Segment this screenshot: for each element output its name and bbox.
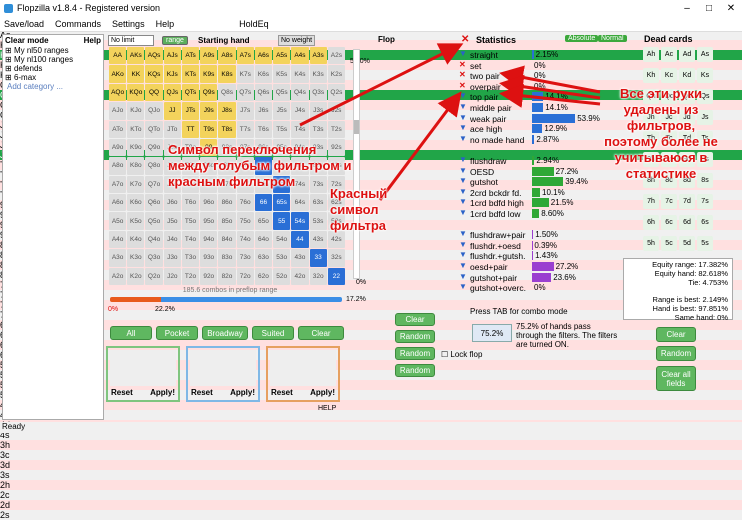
flop-card[interactable]: 3s	[0, 470, 742, 480]
flop-card[interactable]: 3d	[0, 460, 742, 470]
flop-card[interactable]: 2c	[0, 490, 742, 500]
annotation-removed-hands: Все эти руки удалены из фильтров, поэтом…	[600, 86, 722, 182]
flop-card[interactable]: 3c	[0, 450, 742, 460]
flop-card[interactable]: 3h	[0, 440, 742, 450]
flop-card[interactable]: 2s	[0, 510, 742, 520]
flop-card[interactable]: 2h	[0, 480, 742, 490]
annotation-red-filter: Красный символ фильтра	[330, 186, 420, 234]
annotation-toggle-symbol: Символ переключения между голубым фильтр…	[168, 142, 358, 190]
flop-card[interactable]: 2d	[0, 500, 742, 510]
status-bar: Ready	[0, 422, 742, 433]
